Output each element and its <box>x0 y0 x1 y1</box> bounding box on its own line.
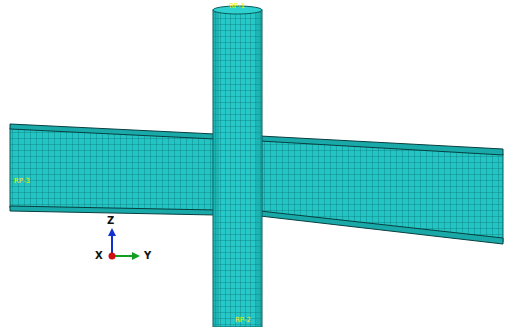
axis-label: Y <box>144 251 151 261</box>
left-i-beam <box>10 124 215 215</box>
axis-triad <box>108 228 140 260</box>
axis-label: X <box>95 251 103 261</box>
reference-point-label: RP-2 <box>235 317 251 324</box>
right-i-beam <box>260 136 503 244</box>
reference-point-label: RP-1 <box>229 3 245 10</box>
circular-column <box>213 6 262 327</box>
reference-point-label: RP-3 <box>14 178 30 185</box>
axis-label: Z <box>107 216 114 226</box>
